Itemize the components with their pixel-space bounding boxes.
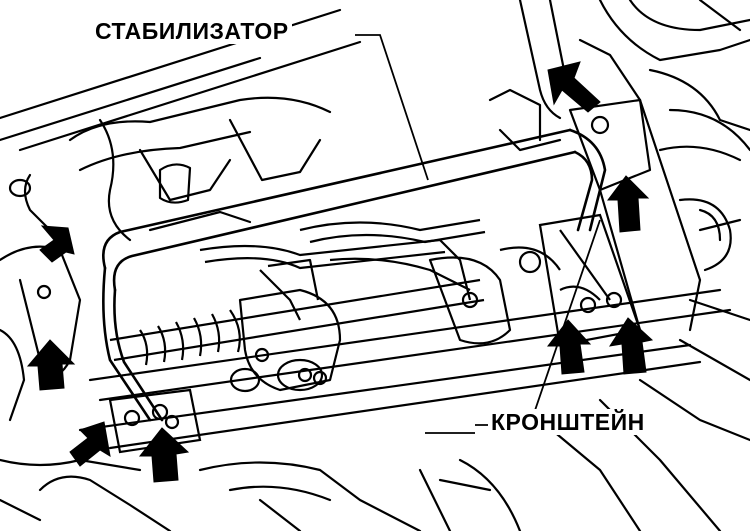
stabilizer-bar [102, 128, 607, 422]
bracket-label: КРОНШТЕЙН [488, 409, 648, 435]
arrow-icon [607, 175, 650, 233]
arrow-icon [138, 427, 190, 483]
arrow-icon [26, 339, 76, 391]
left-bracket [108, 388, 202, 454]
arrow-icon [69, 421, 111, 467]
steering-rack [109, 218, 623, 393]
arrow-icon [39, 225, 75, 263]
arrow-icon [608, 317, 654, 375]
arrow-icon [547, 61, 601, 113]
bolt-arrows [26, 61, 654, 483]
stabilizer-label: СТАБИЛИЗАТОР [92, 18, 292, 44]
arrow-icon [546, 319, 592, 375]
